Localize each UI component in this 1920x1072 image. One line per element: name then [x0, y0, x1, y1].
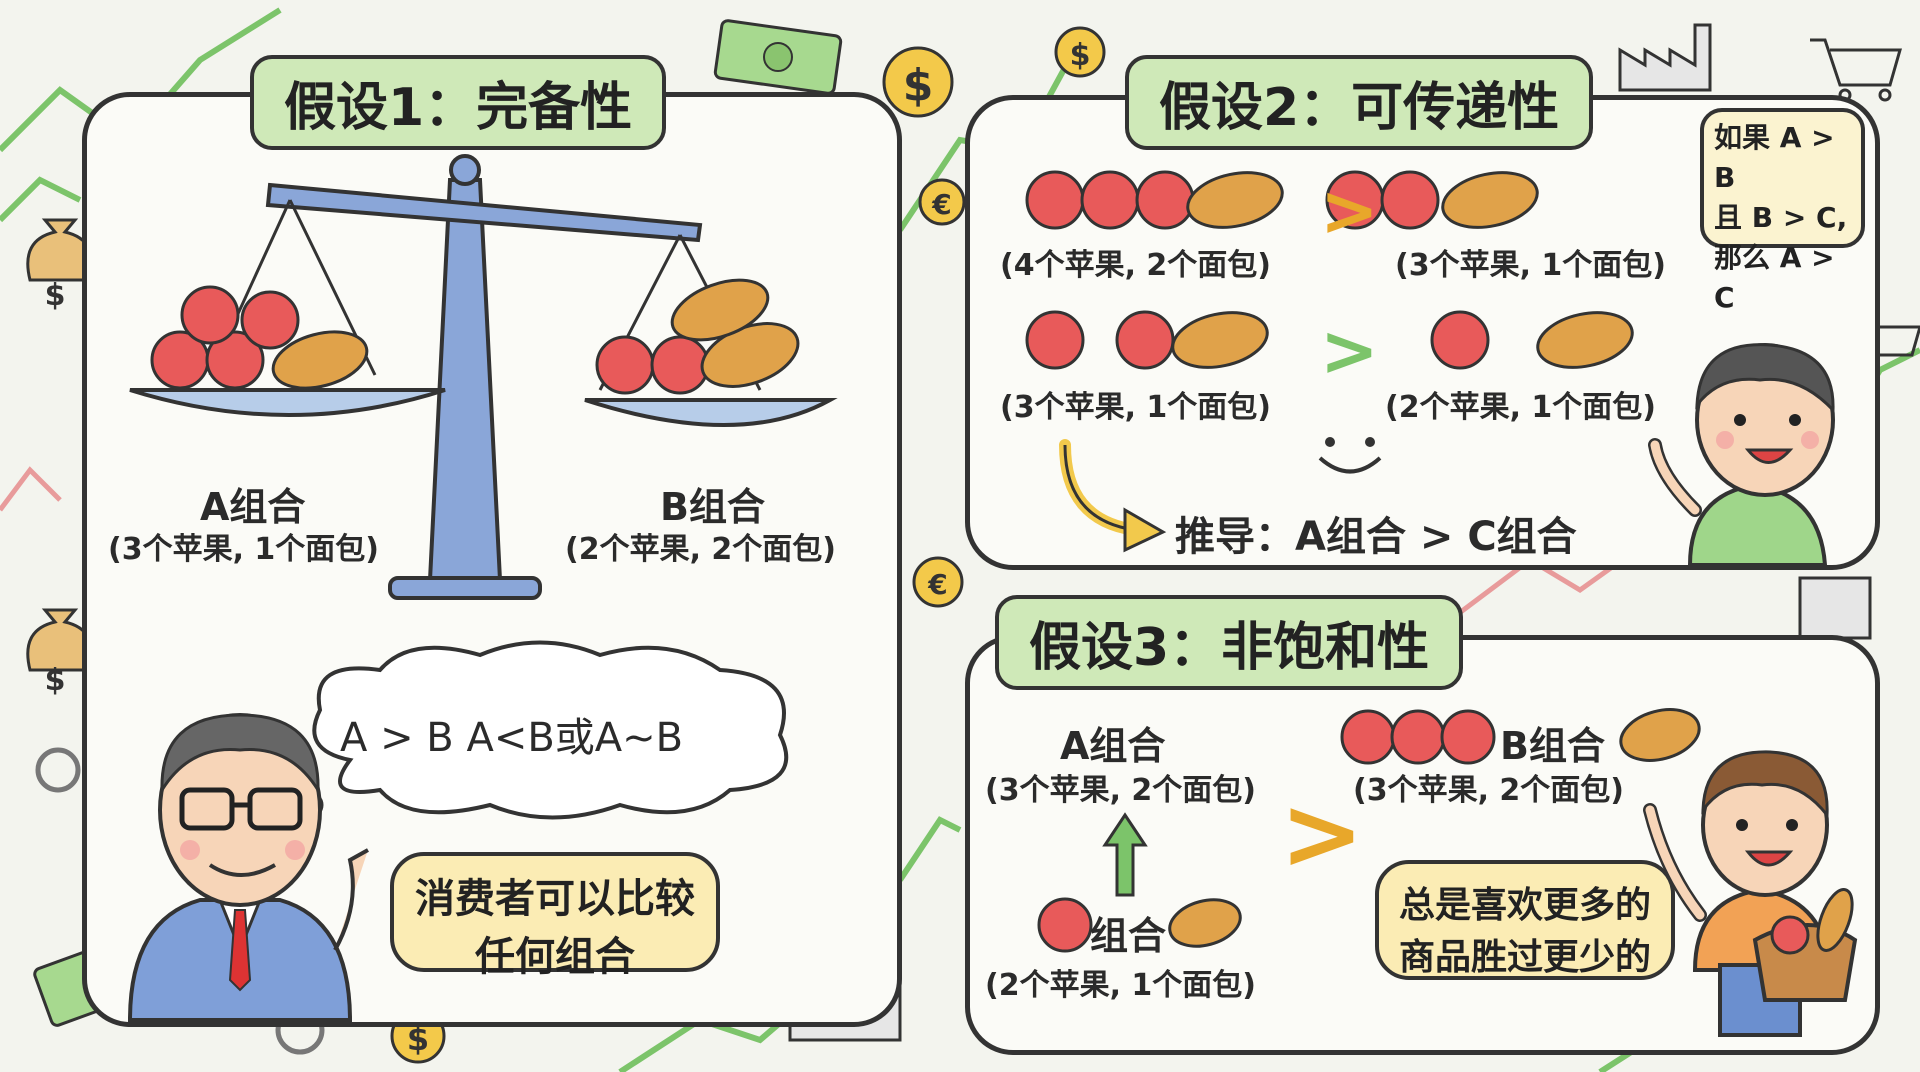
note-line2: 且 B > C,	[1714, 201, 1848, 234]
svg-text:$: $	[903, 60, 934, 111]
svg-text:$: $	[407, 1020, 429, 1058]
p3-combo-b-desc: (3个苹果, 2个面包)	[1353, 773, 1625, 808]
p3-combo-c-name: 组合	[1090, 914, 1167, 958]
professor-character	[127, 713, 369, 1022]
panel2-title: 假设2：可传递性	[1125, 55, 1594, 150]
apple-icon	[1037, 897, 1093, 953]
bread-icon	[1171, 171, 1634, 369]
note-line1: 如果 A > B	[1714, 121, 1835, 194]
row2-greater-sign: >	[1320, 310, 1379, 392]
combo-b-name: B组合	[660, 485, 765, 529]
combo-a-name: A组合	[200, 485, 306, 529]
svg-text:$: $	[45, 663, 66, 698]
balance-scale-illustration	[129, 154, 838, 600]
bread-icon	[1168, 898, 1242, 948]
row2-left-desc: (3个苹果, 1个面包)	[1000, 390, 1272, 425]
note-line3: 那么 A > C	[1714, 241, 1835, 314]
thought-text: A > B A<B或A~B	[340, 715, 684, 761]
p3-combo-c-items	[1037, 897, 1242, 953]
p3-combo-a-name: A组合	[1060, 724, 1166, 768]
apple-icon	[595, 335, 710, 395]
p3-combo-a-desc: (3个苹果, 2个面包)	[985, 773, 1257, 808]
panel3-speech-line1: 总是喜欢更多的	[1398, 885, 1651, 926]
p3-combo-b-items	[1340, 708, 1701, 765]
svg-text:$: $	[1070, 38, 1091, 73]
euro-coin-icon: € €	[912, 178, 966, 608]
panel3-speech-bubble: 总是喜欢更多的 商品胜过更少的	[1375, 860, 1675, 980]
row1-greater-sign: >	[1320, 170, 1379, 252]
bread-icon	[271, 330, 369, 390]
boy-character	[1648, 343, 1835, 567]
panel1-speech-line1: 消费者可以比较	[415, 876, 695, 922]
panel3-title: 假设3：非饱和性	[995, 595, 1464, 690]
apple-icon	[150, 285, 300, 390]
transitivity-items	[1025, 170, 1634, 370]
panel3-speech-line2: 商品胜过更少的	[1398, 937, 1651, 978]
svg-text:€: €	[931, 188, 951, 221]
panel1-speech-line2: 任何组合	[475, 934, 635, 980]
combo-a-desc: (3个苹果, 1个面包)	[108, 532, 380, 567]
transitivity-note-bubble: 如果 A > B 且 B > C, 那么 A > C	[1700, 108, 1865, 314]
row1-left-desc: (4个苹果, 2个面包)	[1000, 248, 1272, 283]
p3-combo-b-name: B组合	[1500, 724, 1605, 768]
panel1-speech-bubble: 消费者可以比较 任何组合	[390, 852, 720, 980]
apple-icon	[1025, 170, 1490, 370]
bread-icon	[1619, 708, 1701, 762]
up-arrow-icon	[1102, 812, 1148, 897]
row1-right-desc: (3个苹果, 1个面包)	[1395, 248, 1667, 283]
smiley-icon	[1318, 437, 1382, 474]
row2-right-desc: (2个苹果, 1个面包)	[1385, 390, 1657, 425]
bread-icon	[670, 278, 770, 342]
svg-text:$: $	[45, 278, 66, 313]
apple-icon	[1340, 709, 1496, 765]
combo-b-desc: (2个苹果, 2个面包)	[565, 532, 837, 567]
transitivity-conclusion: 推导：A组合 > C组合	[1175, 514, 1577, 560]
curved-arrow-icon	[1059, 439, 1167, 553]
p3-greater-sign: >	[1280, 775, 1364, 892]
apple-icon	[1770, 915, 1810, 955]
svg-text:€: €	[927, 568, 947, 601]
p3-combo-c-desc: (2个苹果, 1个面包)	[985, 968, 1257, 1003]
boy-with-basket-character	[1643, 750, 1858, 1037]
panel1-title: 假设1：完备性	[250, 55, 667, 150]
bread-icon	[1816, 888, 1854, 952]
